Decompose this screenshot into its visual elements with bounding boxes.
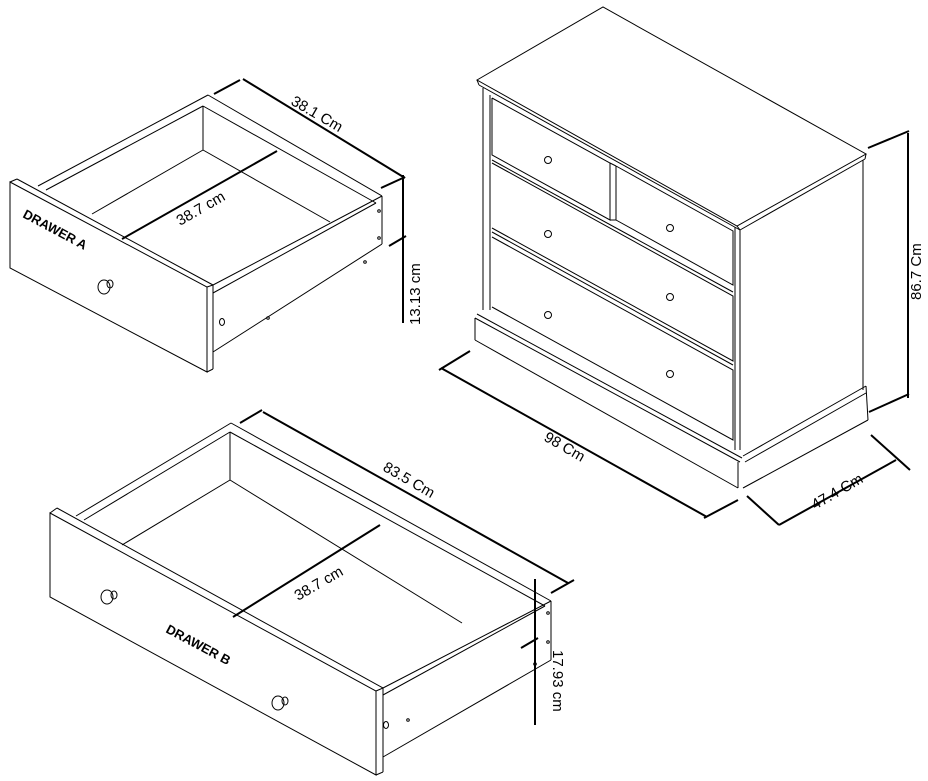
knob-icon — [100, 589, 114, 605]
knob-icon — [666, 370, 674, 378]
knob-icon — [544, 230, 552, 238]
knob-icon — [544, 311, 552, 319]
chest-of-drawers — [438, 6, 911, 526]
drawer-a-width-label: 38.7 cm — [174, 188, 229, 229]
knob-icon — [666, 224, 674, 232]
chest-height-label: 86.7 Cm — [908, 243, 925, 300]
drawer-b-width-label: 38.7 cm — [292, 563, 347, 604]
chest-width-label: 98 Cm — [541, 429, 588, 466]
knob-icon — [271, 695, 285, 711]
chest-depth-label: 47.4 Cm — [809, 470, 867, 513]
drawer-b-label: DRAWER B — [164, 621, 234, 667]
knob-icon — [97, 279, 111, 295]
knob-icon — [544, 156, 552, 164]
drawer-b — [49, 409, 575, 776]
drawer-b-depth-label: 83.5 Cm — [380, 459, 438, 502]
drawer-a-depth-label: 38.1 Cm — [288, 93, 346, 136]
drawer-a-height-label: 13.13 cm — [407, 263, 424, 325]
knob-icon — [666, 293, 674, 301]
drawer-a-label: DRAWER A — [21, 206, 91, 253]
drawer-b-height-label: 17.93 cm — [549, 650, 566, 712]
drawer-a — [9, 78, 407, 373]
